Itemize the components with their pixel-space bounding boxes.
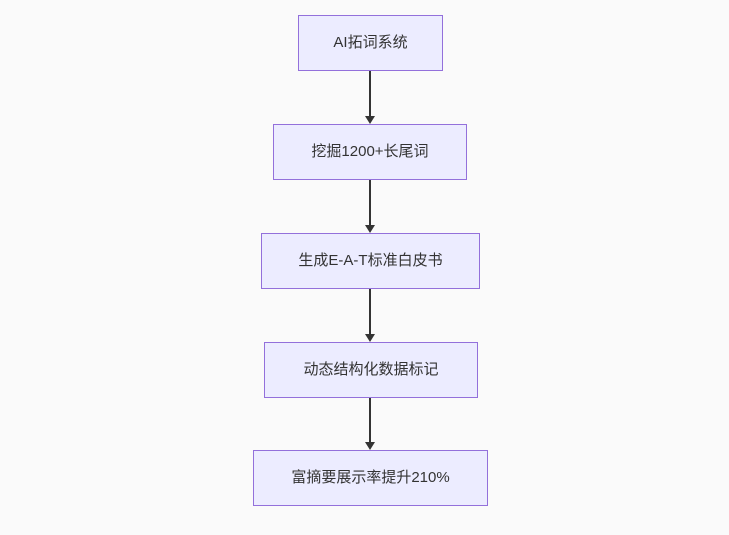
edge-line <box>369 398 371 443</box>
edge-arrow-3 <box>365 289 375 342</box>
node-label: 挖掘1200+长尾词 <box>311 143 429 160</box>
edge-arrow-1 <box>365 71 375 124</box>
flow-node-eat-whitepaper: 生成E-A-T标准白皮书 <box>261 233 480 289</box>
node-label: AI拓词系统 <box>333 34 408 51</box>
arrowhead-down-icon <box>365 225 375 233</box>
flow-node-structured-data-markup: 动态结构化数据标记 <box>264 342 478 398</box>
node-label: 富摘要展示率提升210% <box>291 469 450 486</box>
arrowhead-down-icon <box>365 116 375 124</box>
edge-line <box>369 180 371 226</box>
node-label: 动态结构化数据标记 <box>303 361 439 378</box>
edge-arrow-4 <box>365 398 375 450</box>
arrowhead-down-icon <box>365 334 375 342</box>
edge-line <box>369 71 371 117</box>
flow-node-ai-keyword-system: AI拓词系统 <box>298 15 443 71</box>
arrowhead-down-icon <box>365 442 375 450</box>
flow-node-rich-snippet-result: 富摘要展示率提升210% <box>253 450 488 506</box>
flow-node-longtail-mining: 挖掘1200+长尾词 <box>273 124 467 180</box>
edge-arrow-2 <box>365 180 375 233</box>
node-label: 生成E-A-T标准白皮书 <box>298 252 443 269</box>
edge-line <box>369 289 371 335</box>
